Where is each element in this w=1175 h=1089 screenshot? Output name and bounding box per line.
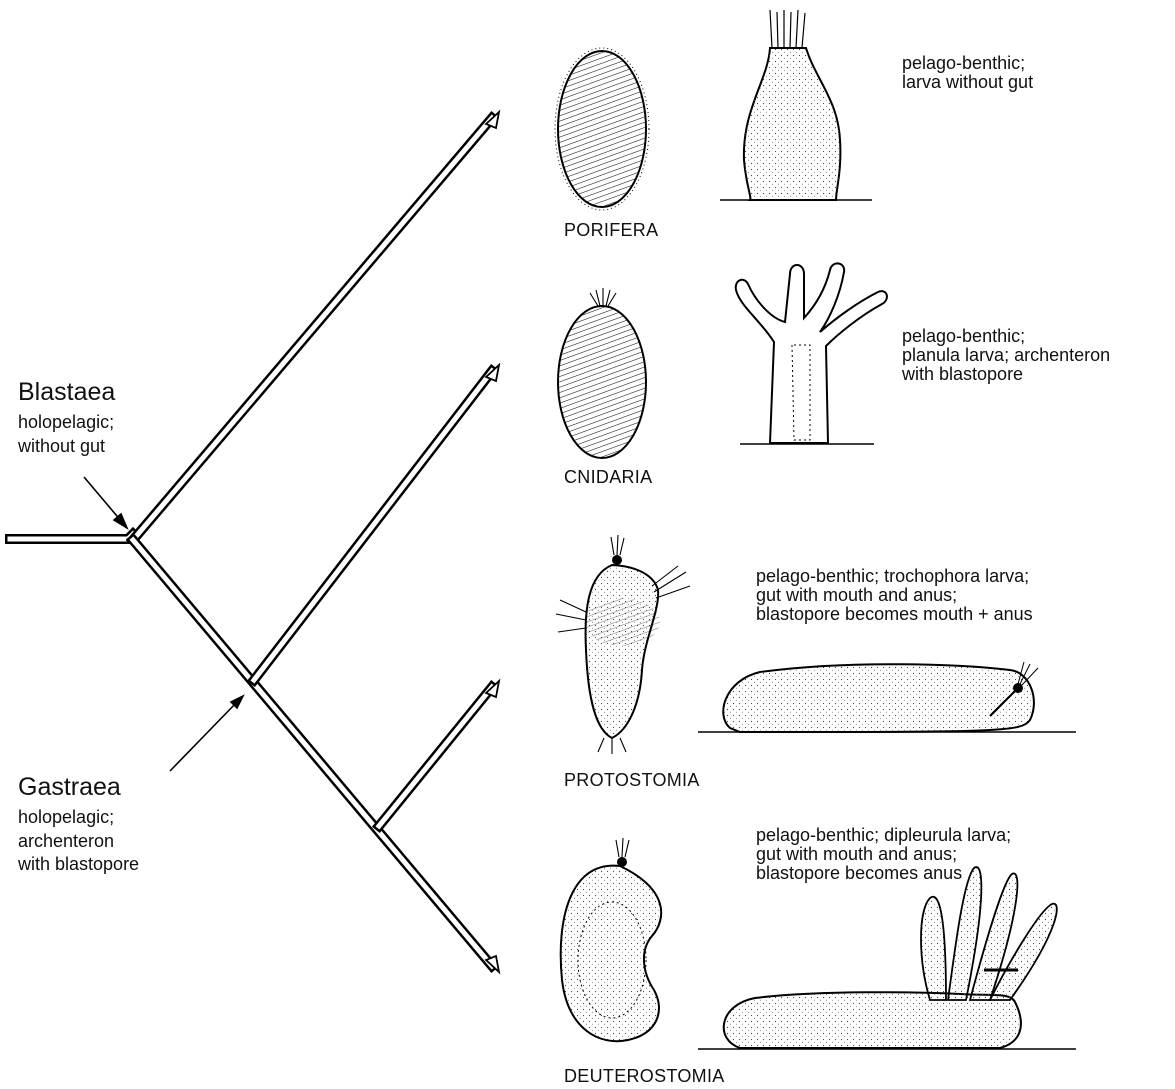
cnidaria-polyp-illustration — [736, 263, 887, 444]
taxon-porifera: PORIFERA — [564, 220, 658, 240]
svg-text:blastopore becomes anus: blastopore becomes anus — [756, 863, 962, 883]
gastraea-line-1: holopelagic; — [18, 807, 114, 827]
blastaea-label: Blastaea holopelagic; without gut — [17, 378, 115, 456]
protostomia-note: pelago-benthic; trochophora larva; gut w… — [756, 566, 1033, 624]
svg-text:gut with mouth and anus;: gut with mouth and anus; — [756, 585, 957, 605]
porifera-note: pelago-benthic; larva without gut — [902, 53, 1033, 92]
branch-root — [10, 534, 133, 539]
porifera-adult-sponge-illustration — [720, 10, 872, 200]
gastraea-title: Gastraea — [18, 773, 121, 801]
branch-protostomia — [379, 687, 492, 826]
blastaea-title: Blastaea — [18, 378, 115, 406]
gastraea-label: Gastraea holopelagic; archenteron with b… — [17, 773, 139, 874]
deuterostomia-dipleurula-illustration — [561, 838, 662, 1041]
svg-text:with blastopore: with blastopore — [901, 364, 1023, 384]
gastraea-line-3: with blastopore — [17, 854, 139, 874]
cnidaria-note: pelago-benthic; planula larva; archenter… — [901, 326, 1110, 384]
blastaea-line-1: holopelagic; — [18, 412, 114, 432]
node-pointers — [84, 477, 243, 771]
svg-text:larva without gut: larva without gut — [902, 72, 1033, 92]
svg-text:planula larva; archenteron: planula larva; archenteron — [902, 345, 1110, 365]
porifera-larva-illustration — [555, 48, 649, 210]
svg-text:pelago-benthic;: pelago-benthic; — [902, 326, 1025, 346]
svg-text:gut with mouth and anus;: gut with mouth and anus; — [756, 844, 957, 864]
protostomia-worm-illustration — [698, 662, 1076, 732]
taxon-deuterostomia: DEUTEROSTOMIA — [564, 1066, 725, 1086]
svg-text:blastopore becomes mouth + anu: blastopore becomes mouth + anus — [756, 604, 1033, 624]
blastaea-arrow-icon — [114, 514, 127, 528]
svg-text:pelago-benthic; dipleurula lar: pelago-benthic; dipleurula larva; — [756, 825, 1011, 845]
deuterostomia-pterobranch-illustration — [698, 867, 1076, 1049]
taxon-cnidaria: CNIDARIA — [564, 467, 652, 487]
branch-cnidaria — [254, 371, 492, 680]
protostomia-trochophore-illustration — [556, 535, 690, 754]
taxon-protostomia: PROTOSTOMIA — [564, 770, 700, 790]
cnidaria-planula-illustration — [558, 288, 646, 458]
svg-text:pelago-benthic; trochophora la: pelago-benthic; trochophora larva; — [756, 566, 1029, 586]
blastaea-line-2: without gut — [17, 436, 105, 456]
gastraea-line-2: archenteron — [18, 831, 114, 851]
branch-porifera — [133, 118, 492, 540]
svg-text:pelago-benthic;: pelago-benthic; — [902, 53, 1025, 73]
